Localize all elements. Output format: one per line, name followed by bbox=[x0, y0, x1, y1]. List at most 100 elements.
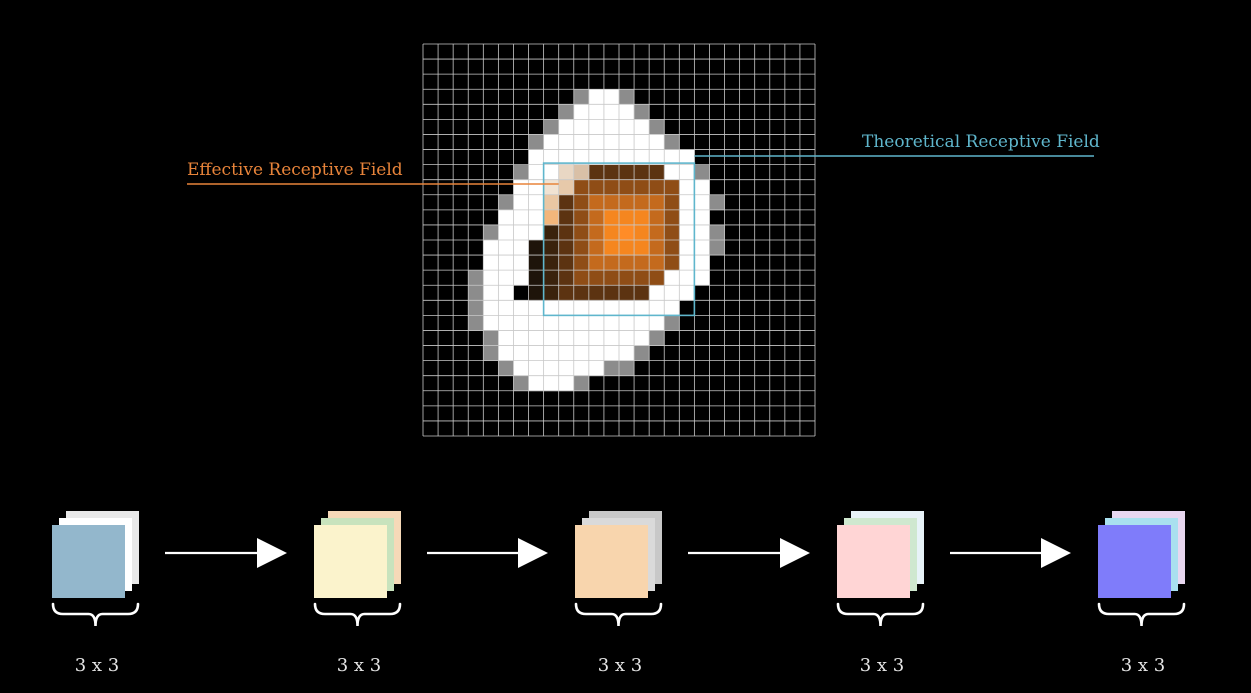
effective-field-cell bbox=[573, 270, 590, 286]
image-pixel bbox=[603, 315, 620, 331]
image-pixel bbox=[588, 119, 605, 135]
image-pixel bbox=[498, 315, 514, 331]
image-pixel bbox=[573, 330, 590, 346]
effective-field-cell bbox=[588, 224, 605, 241]
image-pixel bbox=[528, 300, 545, 316]
image-pixel bbox=[483, 315, 499, 331]
image-pixel bbox=[483, 255, 499, 271]
image-pixel bbox=[649, 300, 665, 316]
image-pixel bbox=[694, 270, 710, 286]
input-image-pixels bbox=[468, 89, 725, 392]
image-pixel bbox=[498, 194, 514, 211]
image-pixel bbox=[709, 194, 725, 211]
effective-field-cell bbox=[543, 240, 560, 256]
image-pixel bbox=[588, 104, 605, 120]
effective-field-cell bbox=[528, 240, 545, 256]
kernel-size-label: 3 x 3 bbox=[74, 655, 120, 676]
image-pixel bbox=[513, 330, 529, 346]
right-arrow bbox=[950, 538, 1071, 568]
image-pixel bbox=[558, 134, 575, 150]
image-pixel bbox=[603, 104, 620, 120]
kernel-size-label: 3 x 3 bbox=[1120, 655, 1166, 676]
kernel-layer-front bbox=[837, 525, 910, 598]
image-pixel bbox=[573, 375, 590, 392]
image-pixel bbox=[603, 330, 620, 346]
effective-field-cell bbox=[649, 194, 665, 211]
image-pixel bbox=[498, 270, 514, 286]
kernel-stack bbox=[52, 511, 139, 598]
image-pixel bbox=[558, 300, 575, 316]
kernel-size-label: 3 x 3 bbox=[597, 655, 643, 676]
image-pixel bbox=[694, 194, 710, 211]
effective-field-cell bbox=[543, 179, 560, 196]
effective-field-cell bbox=[664, 255, 680, 271]
effective-field-cell bbox=[588, 164, 605, 181]
effective-field-cell bbox=[634, 285, 650, 301]
image-pixel bbox=[513, 179, 529, 196]
curly-brace bbox=[574, 602, 663, 627]
image-pixel bbox=[558, 315, 575, 331]
effective-field-cell bbox=[634, 164, 650, 181]
effective-field-cell bbox=[528, 255, 545, 271]
image-pixel bbox=[543, 134, 560, 150]
kernel-layer-front bbox=[52, 525, 125, 598]
image-pixel bbox=[513, 255, 529, 271]
kernel-layer-front bbox=[1098, 525, 1171, 598]
image-pixel bbox=[619, 315, 635, 331]
kernel-stack bbox=[837, 511, 924, 598]
kernel-stack bbox=[1098, 511, 1185, 598]
image-pixel bbox=[528, 360, 545, 377]
image-pixel bbox=[543, 345, 560, 362]
effective-field-cell bbox=[634, 194, 650, 211]
image-pixel bbox=[603, 300, 620, 316]
effective-field-cell bbox=[558, 224, 575, 241]
effective-field-cell bbox=[664, 240, 680, 256]
image-pixel bbox=[498, 255, 514, 271]
image-pixel bbox=[483, 270, 499, 286]
image-pixel bbox=[573, 345, 590, 362]
effective-field-cell bbox=[634, 224, 650, 241]
effective-field-cell bbox=[528, 270, 545, 286]
effective-field-cell bbox=[649, 255, 665, 271]
image-pixel bbox=[483, 224, 499, 241]
effective-field-cell bbox=[573, 224, 590, 241]
image-pixel bbox=[558, 345, 575, 362]
effective-field-cell bbox=[573, 164, 590, 181]
image-pixel bbox=[694, 255, 710, 271]
image-pixel bbox=[558, 149, 575, 166]
effective-field-cell bbox=[558, 240, 575, 256]
effective-field-cell bbox=[649, 179, 665, 196]
image-pixel bbox=[649, 134, 665, 150]
effective-field-cell bbox=[619, 194, 635, 211]
image-pixel bbox=[679, 149, 695, 166]
curly-brace bbox=[313, 602, 402, 627]
effective-field-cell bbox=[649, 209, 665, 226]
image-pixel bbox=[558, 330, 575, 346]
effective-field-cell bbox=[634, 209, 650, 226]
effective-field-cell bbox=[543, 270, 560, 286]
kernel-size-label: 3 x 3 bbox=[859, 655, 905, 676]
image-pixel bbox=[679, 285, 695, 301]
image-pixel bbox=[573, 300, 590, 316]
image-pixel bbox=[543, 315, 560, 331]
image-pixel bbox=[588, 315, 605, 331]
image-pixel bbox=[649, 119, 665, 135]
image-pixel bbox=[528, 194, 545, 211]
image-pixel bbox=[483, 285, 499, 301]
effective-field-cell bbox=[573, 209, 590, 226]
image-pixel bbox=[679, 164, 695, 181]
image-pixel bbox=[573, 134, 590, 150]
image-pixel bbox=[468, 315, 484, 331]
image-pixel bbox=[513, 194, 529, 211]
image-pixel bbox=[603, 360, 620, 377]
right-arrow bbox=[165, 538, 287, 568]
effective-field-cell bbox=[588, 255, 605, 271]
effective-field-cell bbox=[664, 224, 680, 241]
image-pixel bbox=[573, 315, 590, 331]
image-pixel bbox=[679, 270, 695, 286]
effective-field-cell bbox=[634, 255, 650, 271]
right-arrow bbox=[688, 538, 810, 568]
effective-field-cell bbox=[619, 240, 635, 256]
image-pixel bbox=[558, 119, 575, 135]
